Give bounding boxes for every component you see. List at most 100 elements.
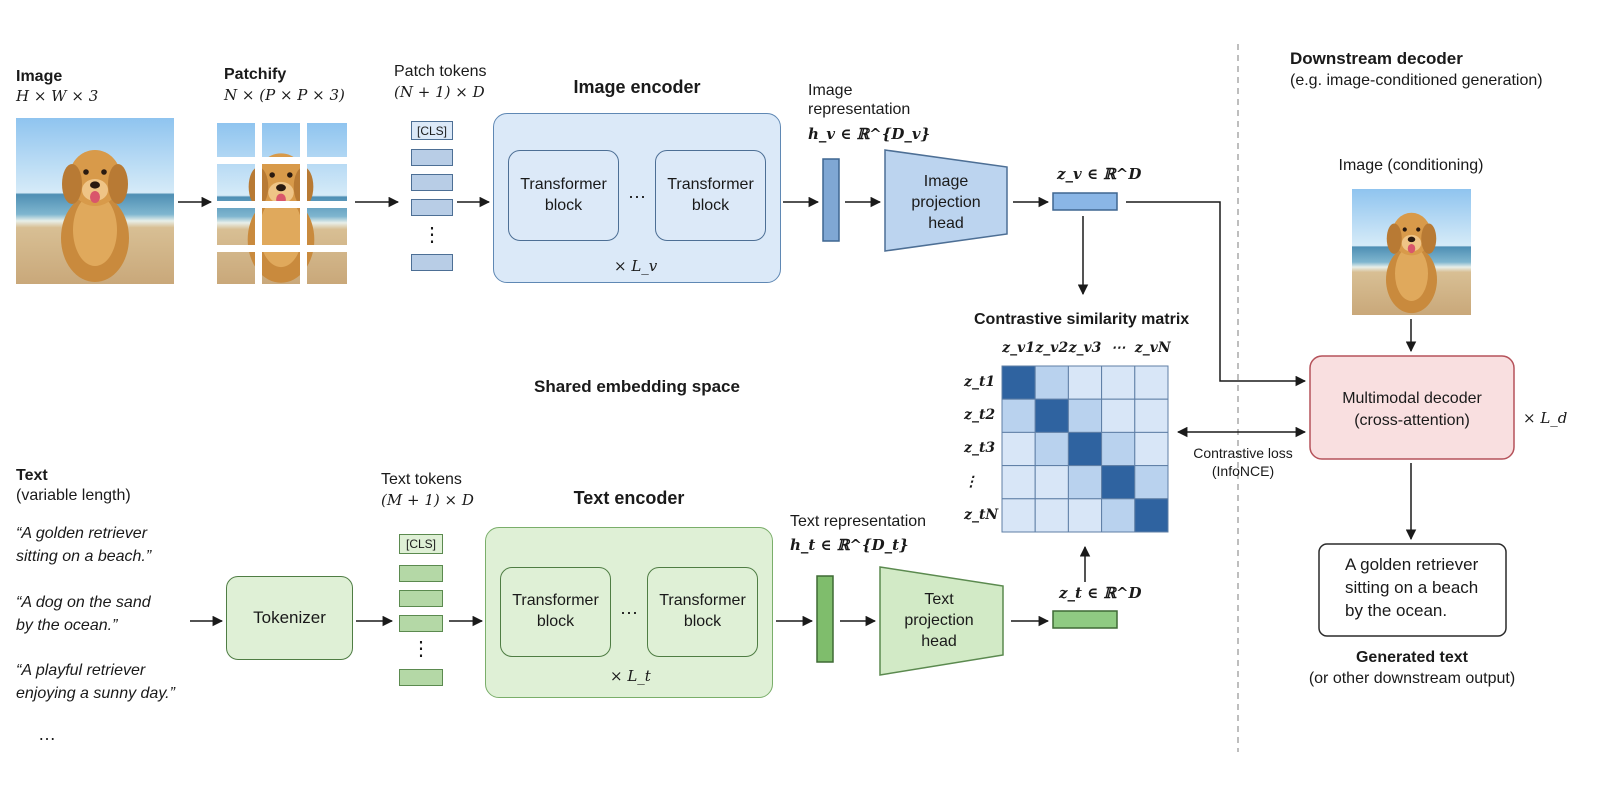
similarity-cell [1001, 498, 1036, 533]
image-projection-head-shape [884, 149, 1008, 252]
text-caption-ellipsis: … [38, 724, 56, 744]
patch-tokens-shape: (N + 1) × D [394, 83, 485, 101]
conditioning-image-label: Image (conditioning) [1338, 157, 1484, 174]
image-encoder-title: Image encoder [573, 77, 701, 97]
conditioning-image [1352, 189, 1471, 315]
similarity-cell [1034, 431, 1069, 467]
text-token [399, 615, 443, 632]
similarity-cell [1001, 431, 1036, 467]
text-cls-token: [CLS] [399, 534, 443, 554]
image-transformer-block-last: Transformer block [655, 150, 766, 241]
downstream-subtitle: (e.g. image-conditioned generation) [1290, 72, 1543, 89]
matrix-column-label: z_v1 [1002, 340, 1035, 356]
image-cls-token: [CLS] [411, 121, 453, 140]
text-token [399, 590, 443, 607]
text-caption-2: “A dog on the sand by the ocean.” [16, 594, 151, 635]
similarity-cell [1067, 365, 1103, 400]
similarity-cell [1067, 465, 1103, 500]
similarity-cell [1067, 498, 1103, 533]
patchified-image [217, 123, 347, 284]
similarity-cell [1067, 431, 1103, 467]
similarity-cell [1134, 465, 1169, 500]
decoder-repeat: × L_d [1523, 409, 1568, 427]
input-image [16, 118, 174, 284]
patchify-title: Patchify [224, 66, 287, 83]
matrix-row-label: z_tN [964, 506, 999, 523]
patchify-shape: N × (P × P × 3) [224, 86, 345, 104]
image-input-title: Image [16, 68, 63, 85]
similarity-cell [1101, 465, 1136, 500]
similarity-cell [1101, 398, 1136, 433]
image-representation-bar [822, 158, 840, 242]
image-representation-title: Image representation [808, 82, 911, 119]
image-input-shape: H × W × 3 [16, 87, 99, 105]
similarity-cell [1101, 431, 1136, 467]
matrix-row-label: z_t3 [964, 440, 996, 457]
text-encoder-ellipsis: ⋯ [620, 603, 638, 623]
image-representation-formula: h_v ∈ ℝ^{D_v} [808, 125, 931, 143]
similarity-cell [1001, 465, 1036, 500]
text-representation-bar [816, 575, 834, 663]
image-encoder-repeat: × L_v [614, 257, 658, 275]
similarity-cell [1034, 465, 1069, 500]
z-v-vector [1052, 192, 1118, 211]
matrix-column-label: z_v2 [1035, 340, 1069, 356]
text-projection-head-label: Text projection head [904, 591, 974, 650]
text-projection-head-shape [879, 566, 1004, 676]
text-input-subtitle: (variable length) [16, 487, 131, 504]
matrix-column-label: z_vN [1134, 340, 1171, 356]
similarity-cell [1134, 365, 1169, 400]
text-token-vdots: ⋮ [411, 638, 431, 660]
text-caption-1: “A golden retriever sitting on a beach.” [16, 525, 152, 566]
patch-token [411, 199, 453, 216]
similarity-matrix [1001, 365, 1169, 533]
text-token [399, 565, 443, 582]
text-transformer-block-last: Transformer block [647, 567, 758, 657]
text-encoder-title: Text encoder [573, 488, 685, 508]
image-projection-head-label: Image projection head [911, 173, 981, 232]
image-encoder-ellipsis: ⋯ [628, 187, 646, 207]
shared-embedding-space-label: Shared embedding space [534, 377, 740, 396]
text-caption-3: “A playful retriever enjoying a sunny da… [16, 662, 175, 703]
downstream-arrows [1176, 319, 1417, 541]
generated-text-title: Generated text [1355, 649, 1469, 666]
matrix-row-label: ⋮ [964, 473, 978, 490]
patch-token [411, 149, 453, 166]
similarity-cell [1101, 365, 1136, 400]
text-representation-formula: h_t ∈ ℝ^{D_t} [790, 536, 909, 554]
similarity-matrix-title: Contrastive similarity matrix [974, 311, 1190, 328]
text-flow-arrows [190, 545, 1091, 627]
generated-text-content: A golden retriever sitting on a beach by… [1345, 555, 1479, 620]
similarity-cell [1134, 498, 1169, 533]
matrix-row-label: z_t2 [964, 407, 996, 424]
generated-text-box [1318, 543, 1507, 637]
tokenizer-box: Tokenizer [226, 576, 353, 660]
text-transformer-block-first: Transformer block [500, 567, 611, 657]
matrix-column-label: z_v3 [1068, 340, 1102, 356]
z-t-vector [1052, 610, 1118, 629]
z-v-label: z_v ∈ ℝ^D [1057, 165, 1142, 183]
patch-tokens-title: Patch tokens [394, 63, 487, 80]
text-encoder-repeat: × L_t [610, 667, 651, 685]
similarity-cell [1034, 365, 1069, 400]
contrastive-loss-label: Contrastive loss (InfoNCE) [1193, 445, 1293, 480]
patch-token [411, 254, 453, 271]
multimodal-decoder-box [1309, 355, 1515, 460]
similarity-cell [1101, 498, 1136, 533]
text-input-title: Text [16, 467, 48, 484]
text-tokens-shape: (M + 1) × D [381, 491, 474, 509]
multimodal-decoder-label: Multimodal decoder (cross-attention) [1342, 390, 1482, 429]
patch-token-vdots: ⋮ [422, 224, 442, 246]
similarity-cell [1001, 365, 1036, 400]
similarity-cell [1001, 398, 1036, 433]
text-token [399, 669, 443, 686]
image-transformer-block-first: Transformer block [508, 150, 619, 241]
similarity-cell [1134, 398, 1169, 433]
downstream-title: Downstream decoder [1290, 49, 1463, 68]
text-tokens-title: Text tokens [381, 471, 462, 488]
matrix-column-label: ⋯ [1111, 340, 1126, 356]
patch-token [411, 174, 453, 191]
similarity-cell [1034, 498, 1069, 533]
